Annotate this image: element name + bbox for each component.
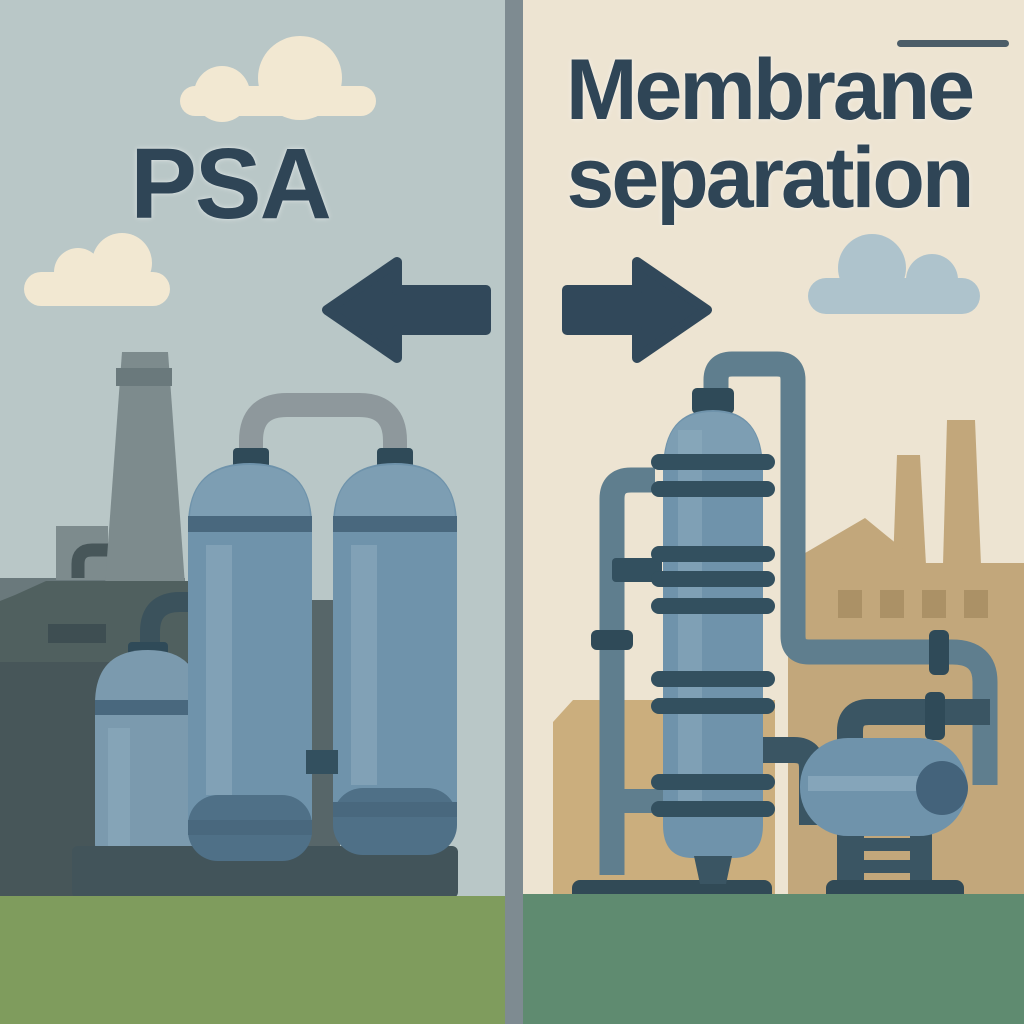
psa-title: PSA xyxy=(130,128,332,240)
chimney-right-1 xyxy=(893,455,926,565)
small-tank-pipe xyxy=(140,592,210,658)
panel-divider xyxy=(505,0,523,1024)
column-neck xyxy=(694,856,732,884)
membrane-title: Membrane separation xyxy=(565,42,975,226)
ground-right xyxy=(523,894,1024,1024)
overhead-pipe xyxy=(703,351,998,785)
ground-left xyxy=(0,896,505,1024)
arrow-left-icon xyxy=(322,257,491,363)
tank-base-platform xyxy=(72,846,458,898)
arrow-right-icon xyxy=(562,257,712,363)
factory-window xyxy=(880,590,904,618)
cloud-left-bottom xyxy=(24,233,170,306)
factory-window xyxy=(838,590,862,618)
tank-connecting-pipe xyxy=(239,393,407,470)
column-cap xyxy=(692,388,734,414)
small-tank-group xyxy=(95,592,210,876)
pipe-flange xyxy=(591,630,633,650)
lower-dark-pipe xyxy=(837,699,990,885)
decorative-line xyxy=(897,40,1009,47)
side-pipe xyxy=(599,467,655,875)
chimney-left xyxy=(105,352,185,585)
pipe-flange xyxy=(929,630,949,675)
horizontal-vessel xyxy=(800,738,968,836)
pipe-flange xyxy=(925,692,945,740)
membrane-column xyxy=(651,388,775,884)
vessel-end-boss xyxy=(916,761,968,815)
tank-connector xyxy=(306,750,338,774)
cloud-left-top xyxy=(180,36,376,122)
factory-window xyxy=(922,590,946,618)
cloud-right xyxy=(808,234,980,314)
factory-window xyxy=(964,590,988,618)
psa-tanks-group xyxy=(72,393,458,898)
column-bands xyxy=(651,454,775,817)
chimney-right-2 xyxy=(943,420,981,565)
